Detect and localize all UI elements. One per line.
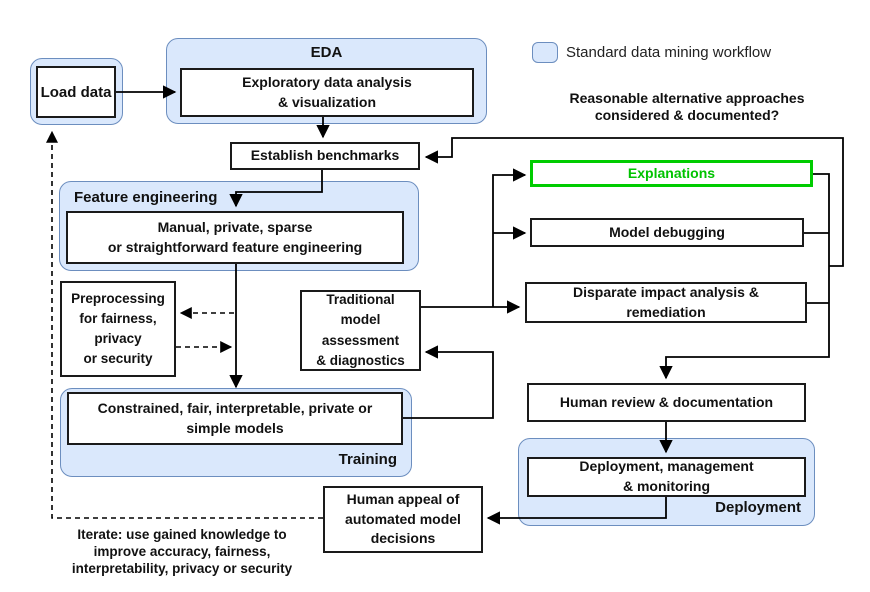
human-appeal-label: Human appeal of automated model decision… xyxy=(345,491,461,547)
load-data-label: Load data xyxy=(40,83,112,101)
eda-label: Exploratory data analysis & visualizatio… xyxy=(242,73,412,110)
traditional-assessment-label: Traditional model assessment & diagnosti… xyxy=(316,292,405,368)
model-debugging-node: Model debugging xyxy=(530,218,804,247)
preprocessing-node: Preprocessing for fairness, privacy or s… xyxy=(60,281,176,377)
disparate-impact-node: Disparate impact analysis & remediation xyxy=(525,282,807,323)
load-data-node: Load data xyxy=(36,66,116,118)
eda-title: EDA xyxy=(310,44,343,61)
model-debugging-label: Model debugging xyxy=(609,223,725,240)
establish-benchmarks-label: Establish benchmarks xyxy=(250,147,400,164)
explanations-label: Explanations xyxy=(627,164,716,181)
traditional-assessment-node: Traditional model assessment & diagnosti… xyxy=(300,290,421,371)
training-title: Training xyxy=(338,451,397,468)
iterate-note: Iterate: use gained knowledge to improve… xyxy=(71,527,293,576)
human-review-label: Human review & documentation xyxy=(559,393,774,410)
feature-engineering-title: Feature engineering xyxy=(74,189,218,206)
legend-label: Standard data mining workflow xyxy=(566,44,772,61)
explanations-node: Explanations xyxy=(530,160,813,187)
alternative-approaches-question: Reasonable alternative approaches consid… xyxy=(569,90,805,124)
legend-swatch xyxy=(532,42,558,63)
deployment-node: Deployment, management & monitoring xyxy=(527,457,806,497)
human-appeal-node: Human appeal of automated model decision… xyxy=(323,486,483,553)
eda-node: Exploratory data analysis & visualizatio… xyxy=(180,68,474,117)
human-review-node: Human review & documentation xyxy=(527,383,806,422)
establish-benchmarks-node: Establish benchmarks xyxy=(230,142,420,170)
feature-engineering-label: Manual, private, sparse or straightforwa… xyxy=(107,218,363,255)
constrained-models-label: Constrained, fair, interpretable, privat… xyxy=(97,399,373,436)
constrained-models-node: Constrained, fair, interpretable, privat… xyxy=(67,392,403,445)
disparate-impact-label: Disparate impact analysis & remediation xyxy=(573,283,759,320)
deployment-label: Deployment, management & monitoring xyxy=(579,458,754,494)
deployment-title: Deployment xyxy=(715,499,801,516)
feature-engineering-node: Manual, private, sparse or straightforwa… xyxy=(66,211,404,264)
preprocessing-label: Preprocessing for fairness, privacy or s… xyxy=(71,290,165,367)
